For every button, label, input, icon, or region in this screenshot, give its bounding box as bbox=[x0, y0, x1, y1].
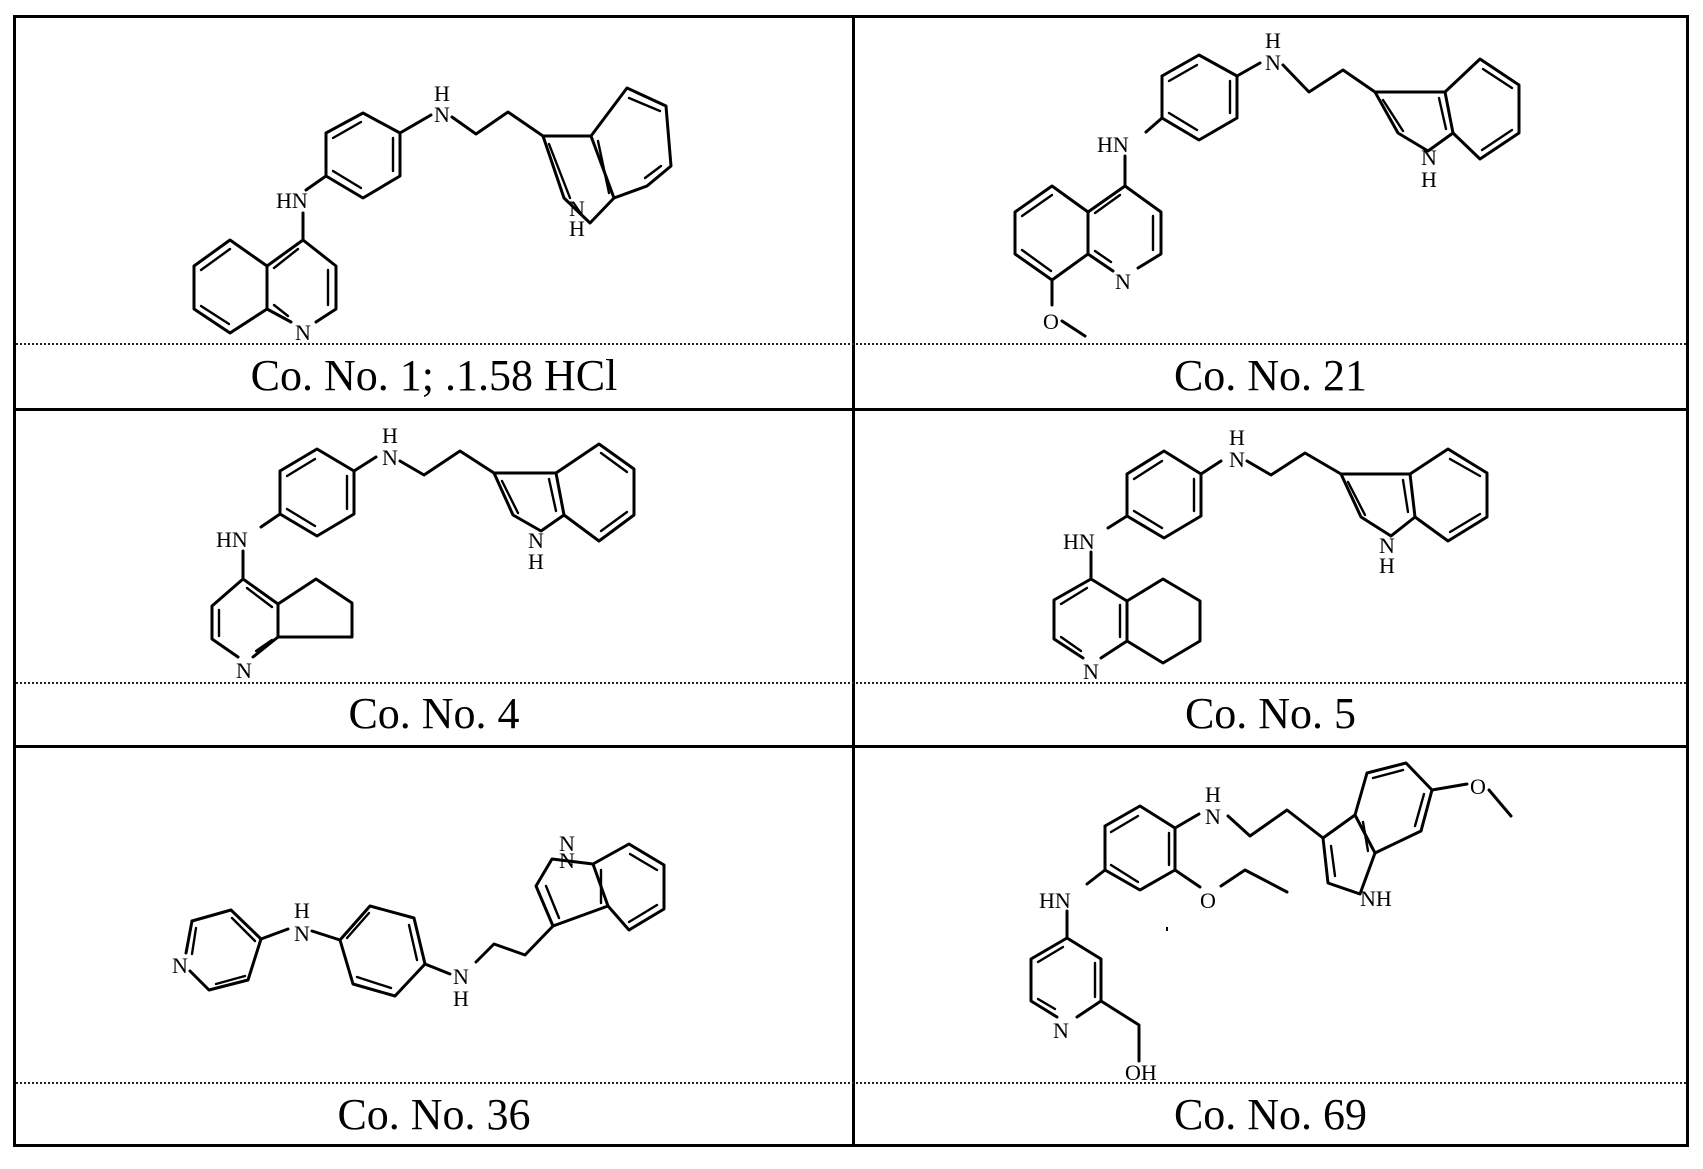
atom-label: N bbox=[1265, 50, 1281, 75]
scan-artifact bbox=[1166, 927, 1168, 931]
atom-label: H bbox=[528, 549, 544, 574]
compound-caption: Co. No. 21 bbox=[1173, 351, 1368, 400]
atom-label: N bbox=[559, 848, 575, 873]
atom-label: HN bbox=[1039, 888, 1071, 913]
atom-label: N bbox=[559, 831, 575, 856]
atom-label: N bbox=[236, 658, 252, 682]
atom-label: H bbox=[569, 216, 585, 241]
atom-label: HN bbox=[1063, 529, 1095, 554]
compound-caption: Co. No. 69 bbox=[1173, 1090, 1368, 1139]
column-divider bbox=[852, 18, 855, 1144]
atom-label: N bbox=[1053, 1018, 1069, 1043]
atom-label: N bbox=[1421, 145, 1437, 170]
molecule-icon: H N N H HN N O bbox=[1013, 28, 1521, 338]
compound-caption: Co. No. 1; .1.58 HCl bbox=[250, 351, 618, 400]
atom-label: O bbox=[1043, 309, 1059, 334]
molecule-icon: H N N H HN N bbox=[1052, 425, 1489, 682]
molecule-icon: H N N H HN N bbox=[210, 423, 636, 682]
caption-separator-1 bbox=[16, 343, 1686, 345]
atom-label: N bbox=[1205, 804, 1221, 829]
atom-label: N bbox=[453, 964, 469, 989]
atom-label: N bbox=[1379, 533, 1395, 558]
atom-label: H bbox=[294, 898, 310, 923]
structure-drawing-co36: N H N N H N N bbox=[16, 748, 852, 1082]
caption-separator-2 bbox=[16, 682, 1686, 684]
structure-drawing-co69: H N O O NH HN bbox=[855, 748, 1686, 1082]
structure-drawing-co1: H N N H HN N bbox=[16, 18, 852, 343]
atom-label: N bbox=[294, 921, 310, 946]
compound-caption: Co. No. 5 bbox=[1184, 689, 1357, 738]
compound-cell-36: N H N N H N N Co. No. 36 bbox=[16, 748, 852, 1147]
atom-label: H bbox=[453, 986, 469, 1011]
atom-label: H bbox=[1379, 553, 1395, 578]
compound-table: H N N H HN N bbox=[13, 15, 1689, 1147]
atom-label: N bbox=[434, 102, 450, 127]
atom-label: H bbox=[1265, 28, 1281, 53]
atom-label: H bbox=[1205, 782, 1221, 807]
compound-caption: Co. No. 4 bbox=[348, 689, 520, 738]
structure-drawing-co21: H N N H HN N O bbox=[855, 18, 1686, 343]
compound-cell-21: H N N H HN N O bbox=[855, 18, 1686, 408]
molecule-icon: N H N N H N N bbox=[172, 831, 666, 1011]
atom-label: H bbox=[382, 423, 398, 448]
atom-label: N bbox=[295, 320, 311, 343]
compound-cell-69: H N O O NH HN bbox=[855, 748, 1686, 1147]
structure-drawing-co5: H N N H HN N bbox=[855, 411, 1686, 682]
caption-separator-3 bbox=[16, 1082, 1686, 1084]
atom-label: N bbox=[1115, 269, 1131, 294]
row-divider-1 bbox=[16, 408, 1686, 411]
atom-label: OH bbox=[1125, 1060, 1157, 1082]
atom-label: O bbox=[1470, 774, 1486, 799]
compound-cell-5: H N N H HN N Co. No. 5 bbox=[855, 411, 1686, 745]
atom-label: H bbox=[434, 81, 450, 106]
atom-label: O bbox=[1200, 888, 1216, 913]
atom-label: HN bbox=[276, 188, 308, 213]
atom-label: N bbox=[569, 196, 585, 221]
atom-label: N bbox=[382, 445, 398, 470]
atom-label: N bbox=[528, 528, 544, 553]
row-divider-2 bbox=[16, 745, 1686, 748]
molecule-icon: H N O O NH HN bbox=[1029, 761, 1513, 1082]
atom-label: NH bbox=[1360, 886, 1392, 911]
compound-cell-1: H N N H HN N bbox=[16, 18, 852, 408]
atom-label: H bbox=[1229, 425, 1245, 450]
atom-label: HN bbox=[1097, 132, 1129, 157]
compound-cell-4: H N N H HN N Co. No. 4 bbox=[16, 411, 852, 745]
atom-label: H bbox=[1421, 167, 1437, 192]
compound-caption: Co. No. 36 bbox=[337, 1090, 531, 1139]
atom-label: N bbox=[172, 953, 188, 978]
structure-drawing-co4: H N N H HN N bbox=[16, 411, 852, 682]
atom-label: N bbox=[1083, 659, 1099, 682]
molecule-icon: H N N H HN N bbox=[192, 81, 673, 343]
atom-label: HN bbox=[216, 527, 248, 552]
atom-label: N bbox=[1229, 447, 1245, 472]
